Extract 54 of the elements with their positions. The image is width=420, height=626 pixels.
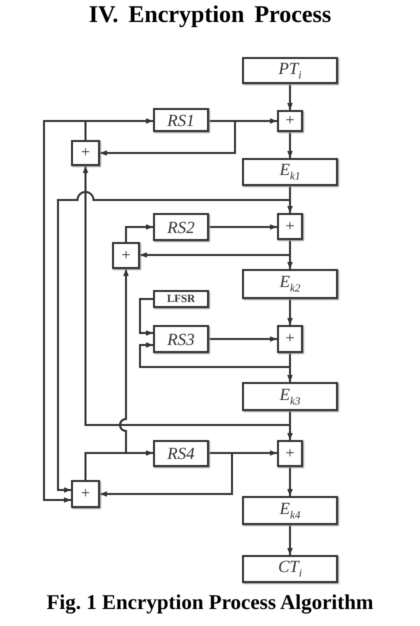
box-label: CT$_{i}$ bbox=[278, 558, 302, 580]
arrow bbox=[139, 298, 153, 336]
xor-box bbox=[277, 213, 303, 240]
arrow bbox=[84, 450, 153, 480]
arrow bbox=[287, 299, 293, 325]
process-box bbox=[153, 213, 209, 241]
xor-symbol: + bbox=[80, 486, 90, 502]
xor-symbol: + bbox=[285, 218, 295, 234]
box-label: E$_{k4}$ bbox=[280, 500, 300, 522]
box-label: LFSR bbox=[166, 294, 196, 304]
box-label: RS2 bbox=[167, 218, 195, 236]
register-box bbox=[153, 290, 209, 308]
box-label: RS4 bbox=[167, 445, 195, 462]
arrow bbox=[100, 452, 233, 497]
box-label: PT$_{i}$ bbox=[278, 60, 302, 82]
box-label: E$_{k1}$ bbox=[280, 161, 300, 183]
process-box bbox=[242, 57, 338, 84]
process-box bbox=[242, 158, 338, 186]
process-box bbox=[153, 108, 209, 132]
xor-box bbox=[112, 242, 140, 269]
figure-caption: Fig. 1 Encryption Process Algorithm bbox=[46, 590, 374, 614]
process-box bbox=[153, 325, 209, 353]
process-box bbox=[242, 269, 338, 299]
box-label: RS1 bbox=[167, 112, 195, 128]
xor-box bbox=[277, 325, 303, 353]
process-box bbox=[153, 440, 209, 467]
box-label: E$_{k2}$ bbox=[280, 273, 300, 295]
xor-box bbox=[71, 140, 100, 166]
process-box bbox=[242, 382, 338, 411]
xor-symbol: + bbox=[285, 331, 295, 347]
arrow bbox=[139, 342, 291, 368]
arrow bbox=[82, 166, 291, 426]
arrow bbox=[209, 336, 277, 342]
box-label: E$_{k3}$ bbox=[280, 386, 300, 408]
process-box bbox=[242, 555, 338, 583]
xor-symbol: + bbox=[285, 113, 295, 129]
section-heading: IV. Encryption Process bbox=[88, 2, 332, 28]
arrow bbox=[287, 132, 293, 158]
xor-box bbox=[71, 480, 100, 508]
xor-box bbox=[277, 440, 303, 467]
arrow bbox=[287, 525, 293, 555]
arrow bbox=[287, 84, 293, 110]
xor-symbol: + bbox=[80, 145, 90, 161]
arrow bbox=[43, 120, 86, 503]
process-box bbox=[242, 496, 338, 525]
arrow bbox=[140, 240, 291, 258]
arrow bbox=[209, 224, 277, 230]
xor-symbol: + bbox=[285, 446, 295, 462]
arrow bbox=[125, 224, 153, 242]
arrow bbox=[287, 467, 293, 496]
xor-symbol: + bbox=[121, 248, 131, 264]
box-label: RS3 bbox=[167, 330, 195, 348]
xor-box bbox=[277, 110, 303, 132]
arrow bbox=[100, 120, 236, 156]
